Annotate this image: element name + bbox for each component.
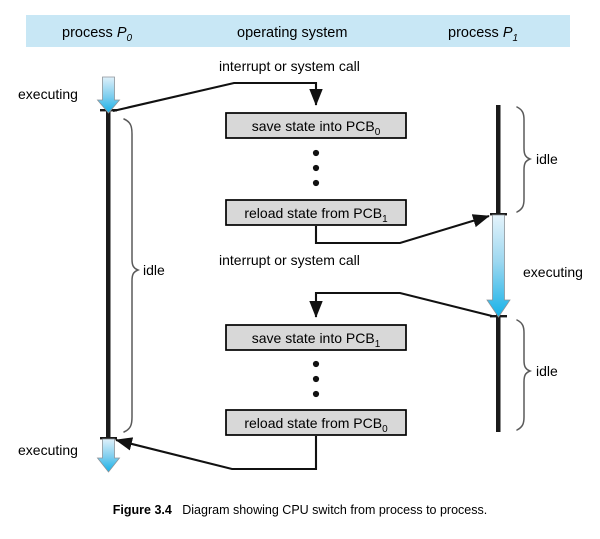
svg-text:save state into PCB1: save state into PCB1	[252, 330, 381, 350]
box-reload-state-pcb0: reload state from PCB0	[225, 409, 407, 436]
blue-down-arrow-shape	[96, 76, 121, 114]
box-reload1-subscript: 1	[382, 214, 388, 225]
figure-caption-spacer	[172, 503, 182, 517]
blue-down-arrow-shape	[96, 438, 121, 473]
box-reload0-subscript: 0	[382, 424, 388, 435]
label-interrupt-2: interrupt or system call	[219, 252, 360, 268]
box-reload1-text: reload state from PCB	[244, 205, 382, 221]
header-label-process-p0: process P0	[62, 25, 132, 44]
brace-idle-p0	[123, 118, 141, 433]
box-save-state-pcb0: save state into PCB0	[225, 112, 407, 139]
executing-arrow-p0-bottom	[96, 438, 121, 473]
svg-text:process P0: process P0	[62, 25, 132, 44]
vertical-dots-2	[312, 360, 320, 398]
header-p0-text: process	[62, 25, 117, 41]
label-idle-p1-top: idle	[536, 151, 558, 167]
svg-text:reload state from PCB0: reload state from PCB0	[244, 415, 388, 435]
figure-caption: Figure 3.4 Diagram showing CPU switch fr…	[0, 503, 600, 517]
vertical-dots-1	[312, 149, 320, 187]
label-executing-p0-top: executing	[18, 86, 78, 102]
header-p0-symbol: P	[117, 25, 127, 41]
box-save0-subscript: 0	[375, 127, 381, 138]
connector-p0-to-save0	[112, 81, 323, 113]
header-p1-symbol: P	[503, 25, 513, 41]
figure-caption-text: Diagram showing CPU switch from process …	[182, 503, 488, 517]
blue-down-arrow-shape	[486, 214, 511, 318]
connector-reload1-to-p1	[314, 214, 490, 245]
box-reload-state-pcb1: reload state from PCB1	[225, 199, 407, 226]
tick-p1-upper	[490, 213, 507, 216]
header-label-operating-system: operating system	[237, 25, 347, 41]
connector-reload0-to-p0	[115, 436, 318, 471]
label-idle-p1-bottom: idle	[536, 363, 558, 379]
connector-p1-to-save1	[309, 291, 493, 318]
label-idle-p0: idle	[143, 262, 165, 278]
box-reload0-text: reload state from PCB	[244, 415, 382, 431]
tick-p0-bottom	[100, 437, 117, 440]
box-save1-text: save state into PCB	[252, 330, 375, 346]
timeline-p0	[106, 110, 111, 440]
svg-text:save state into PCB0: save state into PCB0	[252, 118, 381, 138]
header-p1-text: process	[448, 25, 503, 41]
label-executing-p0-bottom: executing	[18, 442, 78, 458]
header-band	[26, 15, 570, 47]
header-os-text: operating system	[237, 25, 347, 41]
label-executing-p1: executing	[523, 264, 583, 280]
box-save-state-pcb1: save state into PCB1	[225, 324, 407, 351]
label-interrupt-1: interrupt or system call	[219, 58, 360, 74]
svg-text:reload state from PCB1: reload state from PCB1	[244, 205, 388, 225]
header-p0-subscript: 0	[126, 33, 132, 44]
box-save0-text: save state into PCB	[252, 118, 375, 134]
executing-arrow-p0-top	[96, 76, 121, 114]
figure-caption-label: Figure 3.4	[112, 503, 172, 517]
brace-idle-p1-top	[516, 106, 533, 213]
header-p1-subscript: 1	[512, 33, 518, 44]
svg-text:process P1: process P1	[448, 25, 518, 44]
box-save1-subscript: 1	[375, 339, 381, 350]
brace-idle-p1-bottom	[516, 319, 533, 431]
executing-arrow-p1	[486, 214, 511, 318]
header-label-process-p1: process P1	[448, 25, 518, 44]
